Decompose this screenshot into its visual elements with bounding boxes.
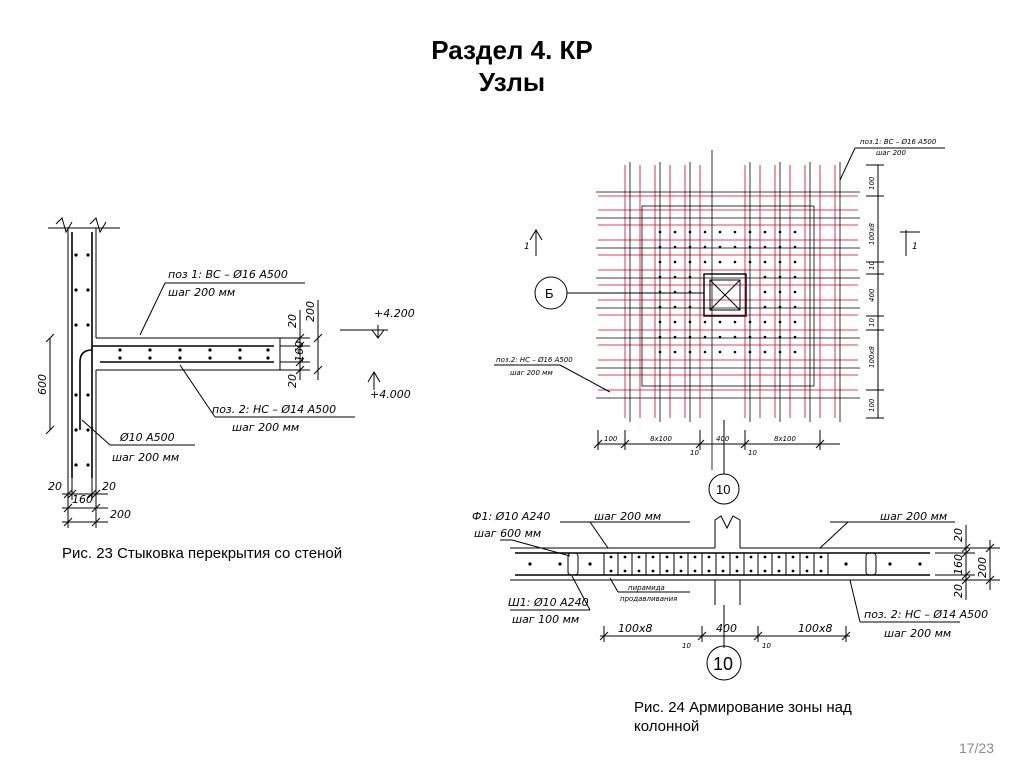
fig24-sec-pos2-step: шаг 200 мм [884,627,951,640]
fig24-plan-pos2-step: шаг 200 мм [510,369,553,377]
fig24-sec-pyramid-1: пирамида [628,584,665,592]
fig24-sec-step-left: шаг 200 мм [594,510,661,523]
fig24-sec-f1-step: шаг 600 мм [474,527,541,540]
fig23-pos1-step: шаг 200 мм [168,286,235,299]
page-subtitle: Узлы [478,67,546,97]
fig24-plan-axis: 10 [716,482,730,497]
fig24-dim-right-10x8: 100х8 [868,222,876,245]
figure23-drawing [45,217,388,528]
fig23-elev-bottom: +4.000 [370,388,411,401]
fig23-dim-bot-20a: 20 [48,480,62,493]
fig23-dim-bot-20b: 20 [102,480,116,493]
fig24-dim-right-10b: 10 [868,318,876,327]
fig24-sec-step-right: шаг 200 мм [880,510,947,523]
page-title: Раздел 4. КР [431,35,593,65]
fig23-dim-bot-200: 200 [110,508,131,521]
fig24-sec-dim-200: 200 [976,557,989,578]
fig23-pos2-label: поз. 2: НС – Ø14 А500 [212,403,336,416]
fig24-dim-400: 400 [716,435,730,443]
fig23-elev-top: +4.200 [374,307,415,320]
fig23-dim-20a: 20 [286,314,299,328]
fig23-pos2-step: шаг 200 мм [232,421,299,434]
fig23-rod-label: Ø10 А500 [119,431,175,444]
fig23-dim-600: 600 [36,374,49,395]
fig24-section-left: 1 [524,242,530,252]
fig24-marker-b: Б [545,286,554,301]
fig23-dim-20b: 20 [286,374,299,388]
fig24-dim-8x100a: 8х100 [650,435,673,443]
fig24-plan-pos2: поз.2: НС – Ø16 А500 [496,356,573,364]
fig24-dim-100a: 100 [604,435,618,443]
fig24-dim-right-100b: 100 [868,398,876,412]
fig24-dim-right-400: 400 [868,288,876,302]
figure24-plan [494,147,945,505]
fig24-sec-dim-160: 160 [952,554,965,575]
fig24-sec-sh1: Ш1: Ø10 А240 [508,596,589,609]
fig23-dim-bot-160: 160 [72,493,93,506]
fig24-sec-dim-10b: 10 [762,642,771,650]
fig24-sec-pos2: поз. 2: НС – Ø14 А500 [864,608,988,621]
fig23-pos1-label: поз 1: ВС – Ø16 А500 [168,268,288,281]
fig24-sec-dim-100x8a: 100х8 [618,622,653,635]
figure24-section [500,515,1000,681]
fig24-sec-dim-20b: 20 [952,584,965,598]
fig24-sec-dim-100x8b: 100х8 [798,622,833,635]
page-number: 17/23 [958,740,994,756]
fig24-sec-dim-10a: 10 [682,642,691,650]
figure24-caption: Рис. 24 Армирование зоны над колонной [634,699,852,735]
fig24-dim-right-10: 10 [868,261,876,270]
fig24-plan-pos1: поз.1: ВС – Ø16 А500 [860,138,937,146]
fig24-plan-pos1-step: шаг 200 [876,149,907,157]
fig24-dim-8x100b: 8х100 [774,435,797,443]
fig23-dim-200: 200 [304,301,317,322]
fig24-section-right: 1 [912,242,918,252]
figure23-caption: Рис. 23 Стыковка перекрытия со стеной [62,545,343,562]
fig24-sec-pyramid-2: продавливания [620,595,677,603]
fig24-sec-dim-20: 20 [952,528,965,542]
fig24-sec-axis: 10 [713,654,733,674]
fig24-sec-sh1-step: шаг 100 мм [512,613,579,626]
fig24-sec-f1: Ф1: Ø10 А240 [472,510,550,523]
fig24-dim-10b: 10 [748,449,757,457]
fig24-dim-10a: 10 [690,449,699,457]
fig24-sec-dim-400: 400 [716,622,737,635]
fig23-rod-step: шаг 200 мм [112,451,179,464]
fig23-dim-160: 160 [293,341,306,362]
fig24-dim-right-100: 100 [868,176,876,190]
fig24-dim-right-100x8: 100х8 [868,345,876,368]
